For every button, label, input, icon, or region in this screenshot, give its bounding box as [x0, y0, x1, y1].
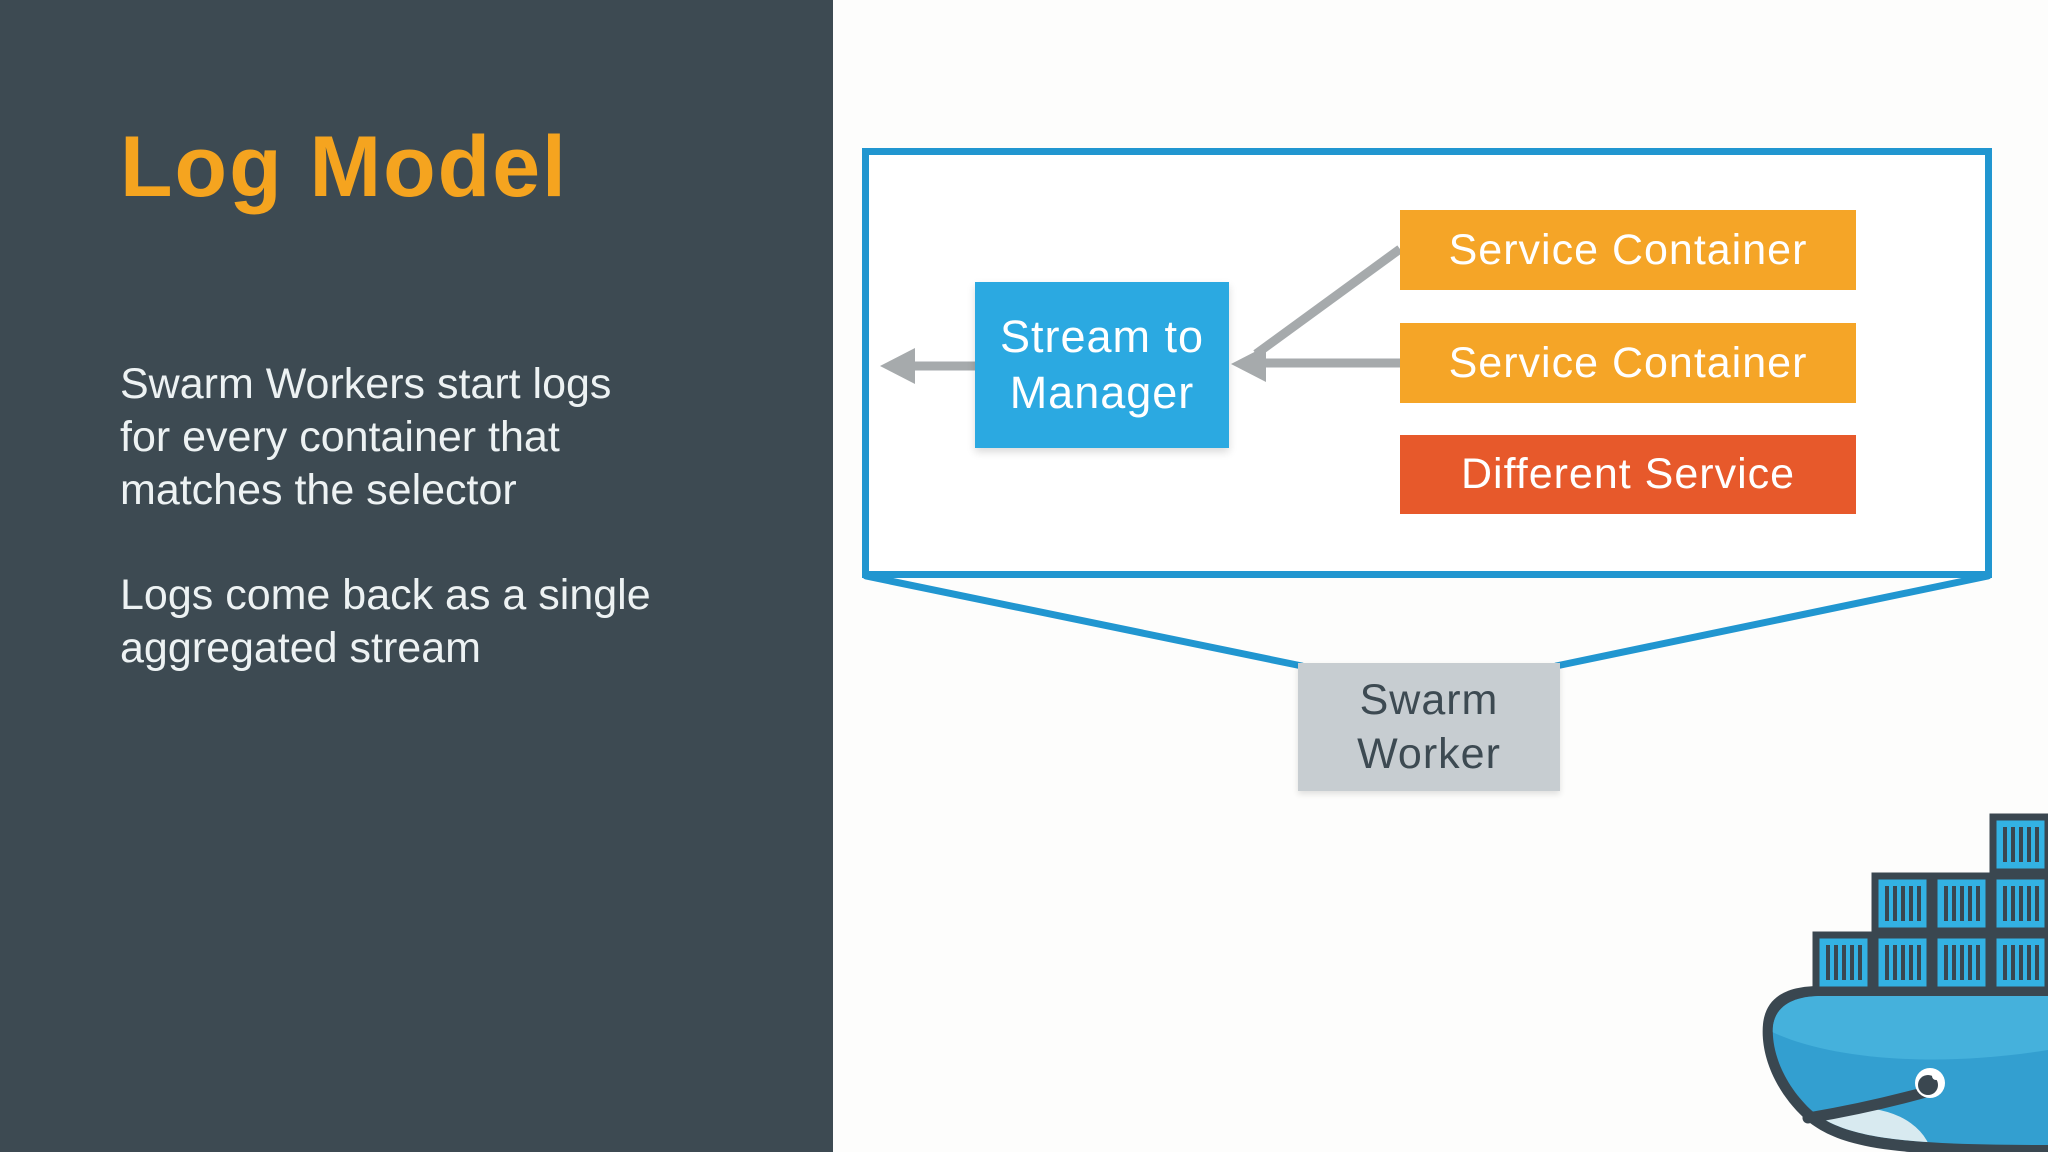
service-container-box-2: Service Container — [1400, 323, 1856, 403]
body-copy: Swarm Workers start logs for every conta… — [120, 358, 740, 675]
callout-funnel-left-line — [862, 572, 1306, 670]
stream-to-manager-box: Stream to Manager — [975, 282, 1229, 448]
callout-funnel-right-line — [1552, 572, 1992, 670]
page-title: Log Model — [120, 119, 568, 215]
different-service-box: Different Service — [1400, 435, 1856, 514]
service-container-box-1: Service Container — [1400, 210, 1856, 290]
docker-whale-icon — [1762, 813, 2048, 1152]
whale-eye-glint — [1932, 1072, 1940, 1080]
body-paragraph: Swarm Workers start logs for every conta… — [120, 360, 612, 514]
left-panel: Log Model Swarm Workers start logs for e… — [0, 0, 833, 1152]
whale-smile — [1802, 1086, 1932, 1124]
body-paragraph: Logs come back as a single aggregated st… — [120, 571, 651, 672]
container-stripes — [1826, 827, 2039, 980]
whale-body-highlight — [1772, 996, 2048, 1060]
whale-pupil — [1918, 1075, 1938, 1095]
swarm-worker-box: Swarm Worker — [1298, 663, 1560, 791]
